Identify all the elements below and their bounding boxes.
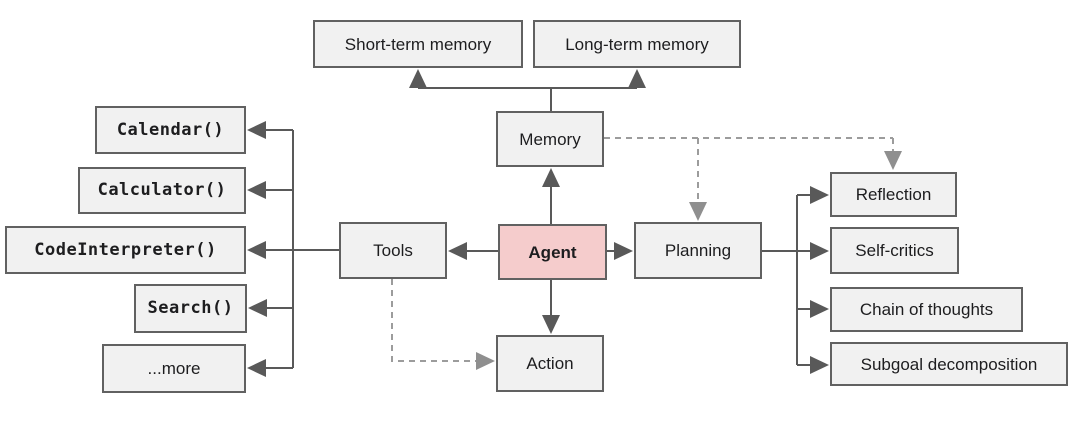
node-subgoal-decomposition: Subgoal decomposition [830,342,1068,386]
edge-planning-trunk [762,195,798,365]
node-self-critics: Self-critics [830,227,959,274]
node-long-term-memory: Long-term memory [533,20,741,68]
node-planning: Planning [634,222,762,279]
node-memory: Memory [496,111,604,167]
node-action: Action [496,335,604,392]
node-agent: Agent [498,224,607,280]
node-code-interpreter: CodeInterpreter() [5,226,246,274]
node-search: Search() [134,284,247,333]
edge-tools-action-dashed [391,279,495,370]
node-calendar: Calendar() [95,106,246,154]
node-more: ...more [102,344,246,393]
node-short-term-memory: Short-term memory [313,20,523,68]
node-calculator: Calculator() [78,167,246,214]
node-chain-of-thoughts: Chain of thoughts [830,287,1023,332]
node-tools: Tools [339,222,447,279]
edge-tools-trunk [292,130,339,368]
node-reflection: Reflection [830,172,957,217]
edge-memory-junction [418,87,637,111]
